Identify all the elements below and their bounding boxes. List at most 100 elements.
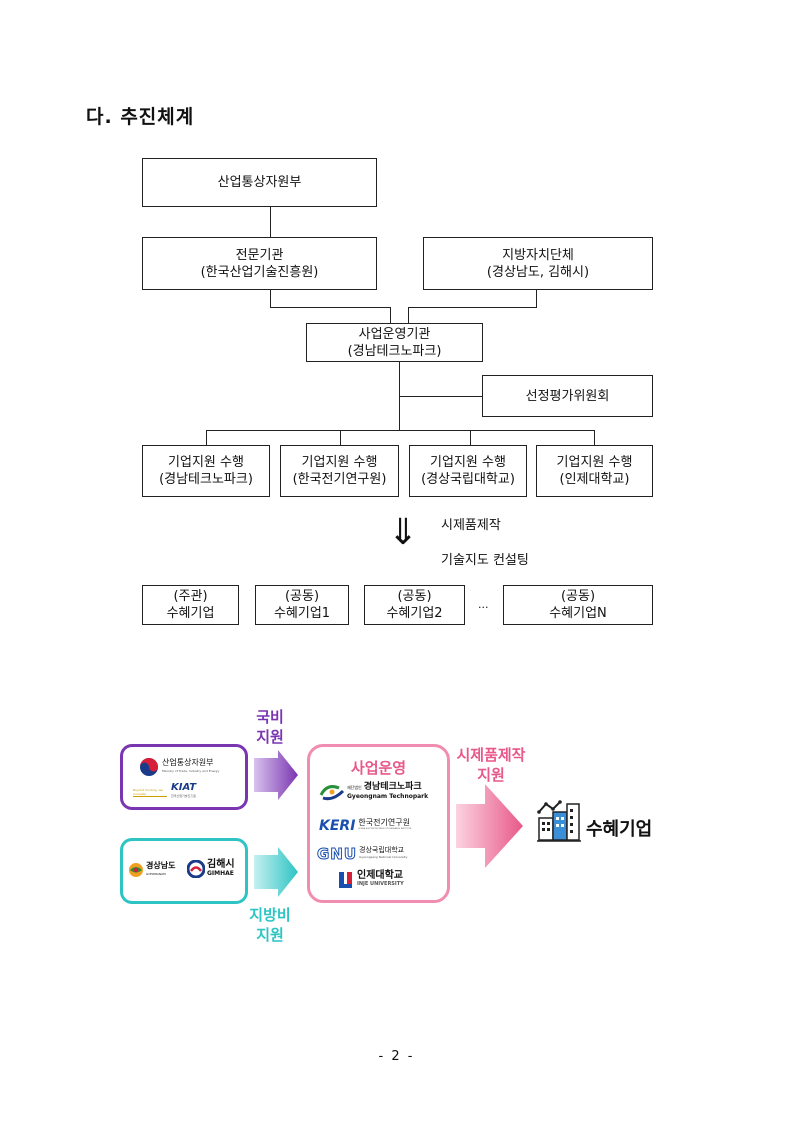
motie-logo: 산업통상자원부 Ministry of Trade, Industry and … — [139, 757, 219, 777]
gyeongnam-logo: 경상남도 GYEONGNAM — [128, 862, 175, 878]
performer-name: 기업지원 수행 — [168, 455, 244, 470]
inje-logo: 인제대학교 INJE UNIVERSITY — [338, 871, 404, 889]
gyeongnam-emblem-icon — [129, 863, 143, 877]
local-arrow-icon — [254, 847, 298, 897]
connector — [270, 307, 390, 308]
taegeuk-icon — [140, 758, 158, 776]
performer-box: 기업지원 수행 (인제대학교) — [536, 445, 653, 497]
page-number: - 2 - — [378, 1049, 415, 1064]
gntp-kr: 경남테크노파크 — [363, 782, 422, 792]
inje-en: INJE UNIVERSITY — [357, 881, 404, 887]
local-label-line: 지방비 — [249, 906, 291, 924]
ellipsis: ... — [478, 598, 489, 611]
national-funding-card: 산업통상자원부 Ministry of Trade, Industry and … — [120, 744, 248, 810]
agency-sub: (한국산업기술진흥원) — [200, 264, 319, 280]
gnu-wordmark: GNU — [316, 845, 358, 864]
activity-prototype: 시제품제작 — [441, 518, 501, 533]
connector — [270, 289, 271, 307]
section-title: 다. 추진체계 — [86, 106, 195, 128]
local-gov-sub: (경상남도, 김해시) — [486, 264, 590, 280]
national-label-line: 지원 — [256, 728, 284, 746]
gnu-logo: GNU 경상국립대학교 Gyeongsang National Universi… — [316, 845, 408, 864]
gimhae-kr: 김해시 — [207, 859, 235, 870]
beneficiary-name: 수혜기업1 — [273, 606, 331, 621]
performer-box: 기업지원 수행 (경상국립대학교) — [409, 445, 527, 497]
connector — [408, 307, 409, 324]
gnu-kr: 경상국립대학교 — [359, 846, 405, 854]
operator-box: 사업운영기관 (경남테크노파크) — [306, 323, 483, 362]
kiat-tagline: Beyond funding, we innovate — [133, 788, 167, 797]
operator-sub: (경남테크노파크) — [347, 343, 442, 359]
beneficiary-name: 수혜기업N — [549, 606, 607, 621]
performer-name: 기업지원 수행 — [556, 455, 633, 470]
prototype-arrow-icon — [456, 784, 523, 868]
kiat-logo: Beyond funding, we innovate KIAT 한국산업기술진… — [133, 783, 196, 801]
kiat-kr: 한국산업기술진흥원 — [171, 794, 196, 798]
connector — [399, 396, 483, 397]
gyeongnam-en: GYEONGNAM — [146, 872, 166, 876]
beneficiary-box: (주관) 수혜기업 — [142, 585, 239, 625]
connector — [408, 307, 537, 308]
agency-box: 전문기관 (한국산업기술진흥원) — [142, 237, 377, 290]
local-support-label: 지방비 지원 — [243, 905, 297, 945]
connector — [390, 307, 391, 324]
beneficiary-box: (공동) 수혜기업2 — [364, 585, 465, 625]
prototype-label-line: 시제품제작 — [456, 746, 526, 764]
gnu-en: Gyeongsang National University — [359, 855, 408, 859]
connector — [206, 430, 595, 431]
agency-name: 전문기관 — [235, 247, 284, 263]
committee-label: 선정평가위원회 — [525, 388, 610, 404]
gyeongnam-kr: 경상남도 — [146, 861, 176, 870]
beneficiary-box: (공동) 수혜기업1 — [255, 585, 349, 625]
national-label-line: 국비 — [256, 708, 284, 726]
performer-sub: (경상국립대학교) — [421, 472, 515, 487]
operator-name: 사업운영기관 — [358, 326, 431, 342]
gntp-en: Gyeongnam Technopark — [347, 793, 429, 800]
keri-kr: 한국전기연구원 — [358, 818, 410, 827]
local-funding-card: 경상남도 GYEONGNAM 김해시 GIMHAE — [120, 838, 248, 904]
local-gov-name: 지방자치단체 — [502, 247, 574, 263]
performer-box: 기업지원 수행 (경남테크노파크) — [142, 445, 270, 497]
gimhae-en: GIMHAE — [207, 870, 234, 877]
gimhae-emblem-icon — [187, 860, 205, 878]
prototype-support-label: 시제품제작 지원 — [448, 745, 534, 785]
prototype-label-line: 지원 — [477, 766, 505, 784]
operations-title: 사업운영 — [350, 759, 407, 777]
beneficiary-role: (주관) — [173, 589, 208, 604]
inje-emblem-icon — [339, 872, 352, 888]
beneficiary-role: (공동) — [560, 589, 596, 604]
connector — [536, 289, 537, 307]
inje-kr: 인제대학교 — [357, 870, 403, 881]
connector — [340, 430, 341, 446]
keri-logo: KERI 한국전기연구원 KOREA ELECTROTECHNOLOGY RES… — [319, 818, 411, 834]
performer-sub: (인제대학교) — [559, 472, 630, 487]
ministry-label: 산업통상자원부 — [217, 175, 302, 190]
gimhae-logo: 김해시 GIMHAE — [187, 860, 235, 878]
gntp-emblem-icon — [319, 785, 345, 801]
performer-name: 기업지원 수행 — [430, 455, 506, 470]
connector — [399, 361, 400, 430]
national-arrow-icon — [254, 750, 298, 800]
local-gov-box: 지방자치단체 (경상남도, 김해시) — [423, 237, 653, 290]
beneficiary-label: 수혜기업 — [586, 819, 653, 840]
beneficiary-role: (공동) — [284, 589, 320, 604]
connector — [470, 430, 471, 446]
national-support-label: 국비 지원 — [252, 707, 288, 747]
activity-consulting: 기술지도 컨설팅 — [441, 553, 529, 568]
down-arrow-icon: ⇓ — [388, 512, 419, 553]
local-label-line: 지원 — [256, 926, 284, 944]
gntp-logo: 재단법인 경남테크노파크 Gyeongnam Technopark — [319, 783, 428, 801]
gntp-small: 재단법인 — [347, 785, 362, 790]
connector — [594, 430, 595, 446]
keri-en: KOREA ELECTROTECHNOLOGY RESEARCH INSTITU… — [358, 828, 412, 830]
connector — [206, 430, 207, 446]
performer-box: 기업지원 수행 (한국전기연구원) — [280, 445, 399, 497]
beneficiary-name: 수혜기업 — [166, 606, 215, 621]
motie-kr: 산업통상자원부 — [162, 758, 214, 767]
operations-card: 사업운영 재단법인 경남테크노파크 Gyeongnam Technopark K… — [307, 744, 450, 903]
committee-box: 선정평가위원회 — [482, 375, 653, 417]
kiat-wordmark: KIAT — [171, 782, 197, 793]
performer-sub: (경남테크노파크) — [159, 472, 253, 487]
performer-name: 기업지원 수행 — [301, 455, 378, 470]
